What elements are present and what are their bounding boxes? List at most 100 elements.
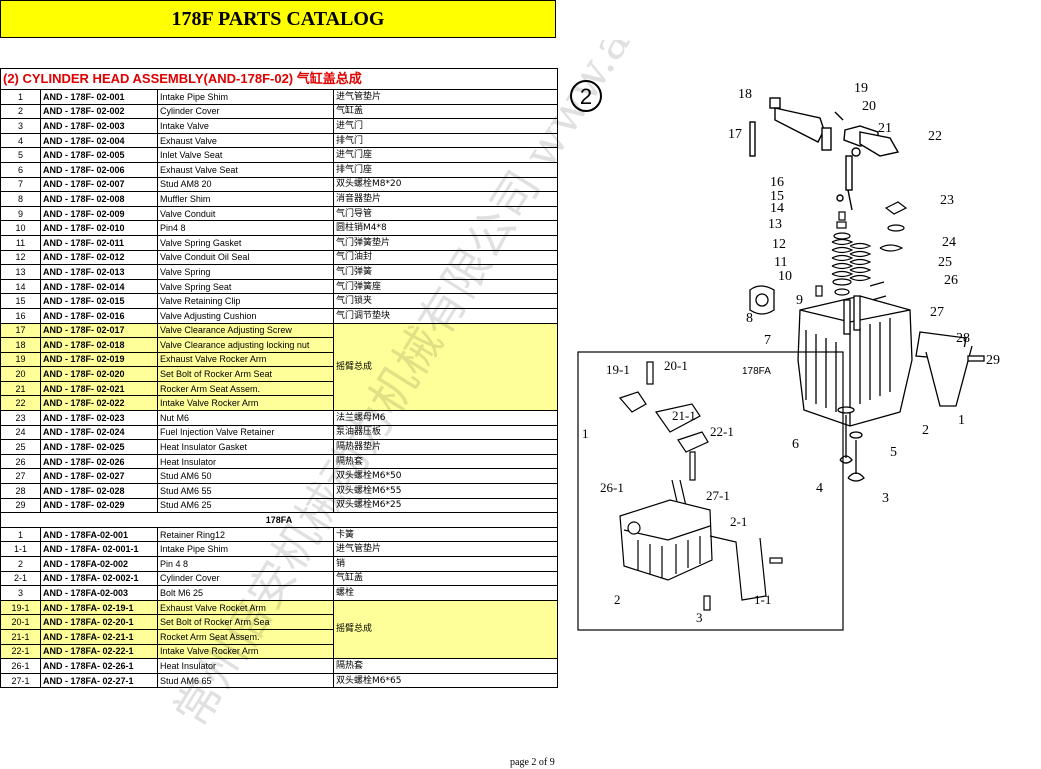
item-number: 24 [0,424,41,441]
part-code: AND - 178F- 02-009 [40,205,158,222]
part-name: Pin4 8 [157,220,334,236]
callout-label: 11 [774,255,787,270]
callout-label: 27 [930,305,944,320]
part-name: Valve Retaining Clip [157,293,334,309]
part-name-chinese: 气门导管 [333,205,558,222]
part-name: Intake Pipe Shim [157,89,334,105]
part-name-chinese: 双头螺栓M6*50 [333,468,558,485]
part-code: AND - 178F- 02-027 [40,468,158,485]
part-code: AND - 178F- 02-008 [40,191,158,207]
part-name-chinese: 进气门座 [333,147,558,163]
item-number: 6 [0,161,41,178]
item-number: 9 [0,205,41,222]
fa-callout-label: 22-1 [710,424,734,439]
callout-label: 13 [768,217,782,232]
item-number: 16 [0,307,41,324]
part-name-chinese: 气门弹簧 [333,264,558,280]
item-number: 20-1 [0,614,41,630]
item-number: 1 [0,89,41,105]
item-number: 20 [0,366,41,382]
part-code: AND - 178FA- 02-19-1 [40,599,158,616]
part-name: Valve Spring Seat [157,278,334,295]
part-code: AND - 178F- 02-010 [40,220,158,236]
part-name: Stud AM6 50 [157,468,334,485]
item-number: 26-1 [0,658,41,674]
callout-label: 9 [796,293,803,308]
callout-label: 26 [944,273,958,288]
diagram-number: 2 [580,84,592,109]
part-name-chinese: 泵油器压板 [333,424,558,441]
part-code: AND - 178F- 02-016 [40,307,158,324]
part-name-chinese: 气缸盖 [333,103,558,120]
item-number: 14 [0,278,41,295]
part-name-chinese: 双头螺栓M6*55 [333,483,558,499]
part-code: AND - 178FA- 02-002-1 [40,570,158,587]
part-name: Valve Spring [157,264,334,280]
part-name-chinese: 气门调节垫块 [333,307,558,324]
part-name: Cylinder Cover [157,570,334,587]
part-code: AND - 178F- 02-014 [40,278,158,295]
part-name-chinese: 气门弹簧座 [333,278,558,295]
fa-callout-label: 26-1 [600,480,624,495]
part-name: Valve Conduit [157,205,334,222]
callout-label: 7 [764,333,771,348]
fa-callout-label: 20-1 [664,358,688,373]
callout-label: 29 [986,353,1000,368]
item-number: 1-1 [0,541,41,557]
part-name-chinese: 螺栓 [333,585,558,601]
item-number: 15 [0,293,41,309]
part-code: AND - 178F- 02-007 [40,176,158,193]
part-name: Valve Adjusting Cushion [157,307,334,324]
part-name: Nut M6 [157,410,334,426]
part-code: AND - 178FA-02-002 [40,556,158,572]
exploded-diagram: 2 [570,80,1000,631]
part-name-chinese: 消音器垫片 [333,191,558,207]
item-number: 8 [0,191,41,207]
part-code: AND - 178F- 02-029 [40,497,158,514]
item-number: 25 [0,439,41,455]
part-name-chinese: 气门弹簧垫片 [333,234,558,251]
item-number: 21 [0,380,41,397]
item-number: 5 [0,147,41,163]
part-name: Valve Clearance Adjusting Screw [157,322,334,339]
part-name: Inlet Valve Seat [157,147,334,163]
callout-label: 17 [728,127,742,142]
part-name-chinese: 卡簧 [333,526,558,543]
callout-label: 21 [878,121,892,136]
part-code: AND - 178F- 02-006 [40,161,158,178]
part-code: AND - 178F- 02-011 [40,234,158,251]
callout-label: 10 [778,269,792,284]
part-name: Cylinder Cover [157,103,334,120]
part-code: AND - 178FA- 02-21-1 [40,628,158,645]
diagram-number-circle [570,80,602,112]
callout-label: 6 [792,437,799,452]
item-number: 23 [0,410,41,426]
fa-callout-label: 19-1 [606,362,630,377]
table-title: (2) CYLINDER HEAD ASSEMBLY(AND-178F-02) … [0,68,558,90]
part-name: Rocker Arm Seat Assem. [157,380,334,397]
part-code: AND - 178FA- 02-20-1 [40,614,158,630]
part-name-chinese: 排气门 [333,132,558,149]
fa-subassembly-box: 178FA [577,351,844,631]
part-name-chinese: 双头螺栓M6*25 [333,497,558,514]
item-number: 22-1 [0,643,41,660]
part-name-chinese: 进气门 [333,118,558,134]
part-name-chinese: 法兰螺母M6 [333,410,558,426]
part-code: AND - 178F- 02-023 [40,410,158,426]
section-row: 178FA [0,512,558,528]
item-number: 12 [0,249,41,266]
part-name: Exhaust Valve Rocket Arm [157,599,334,616]
